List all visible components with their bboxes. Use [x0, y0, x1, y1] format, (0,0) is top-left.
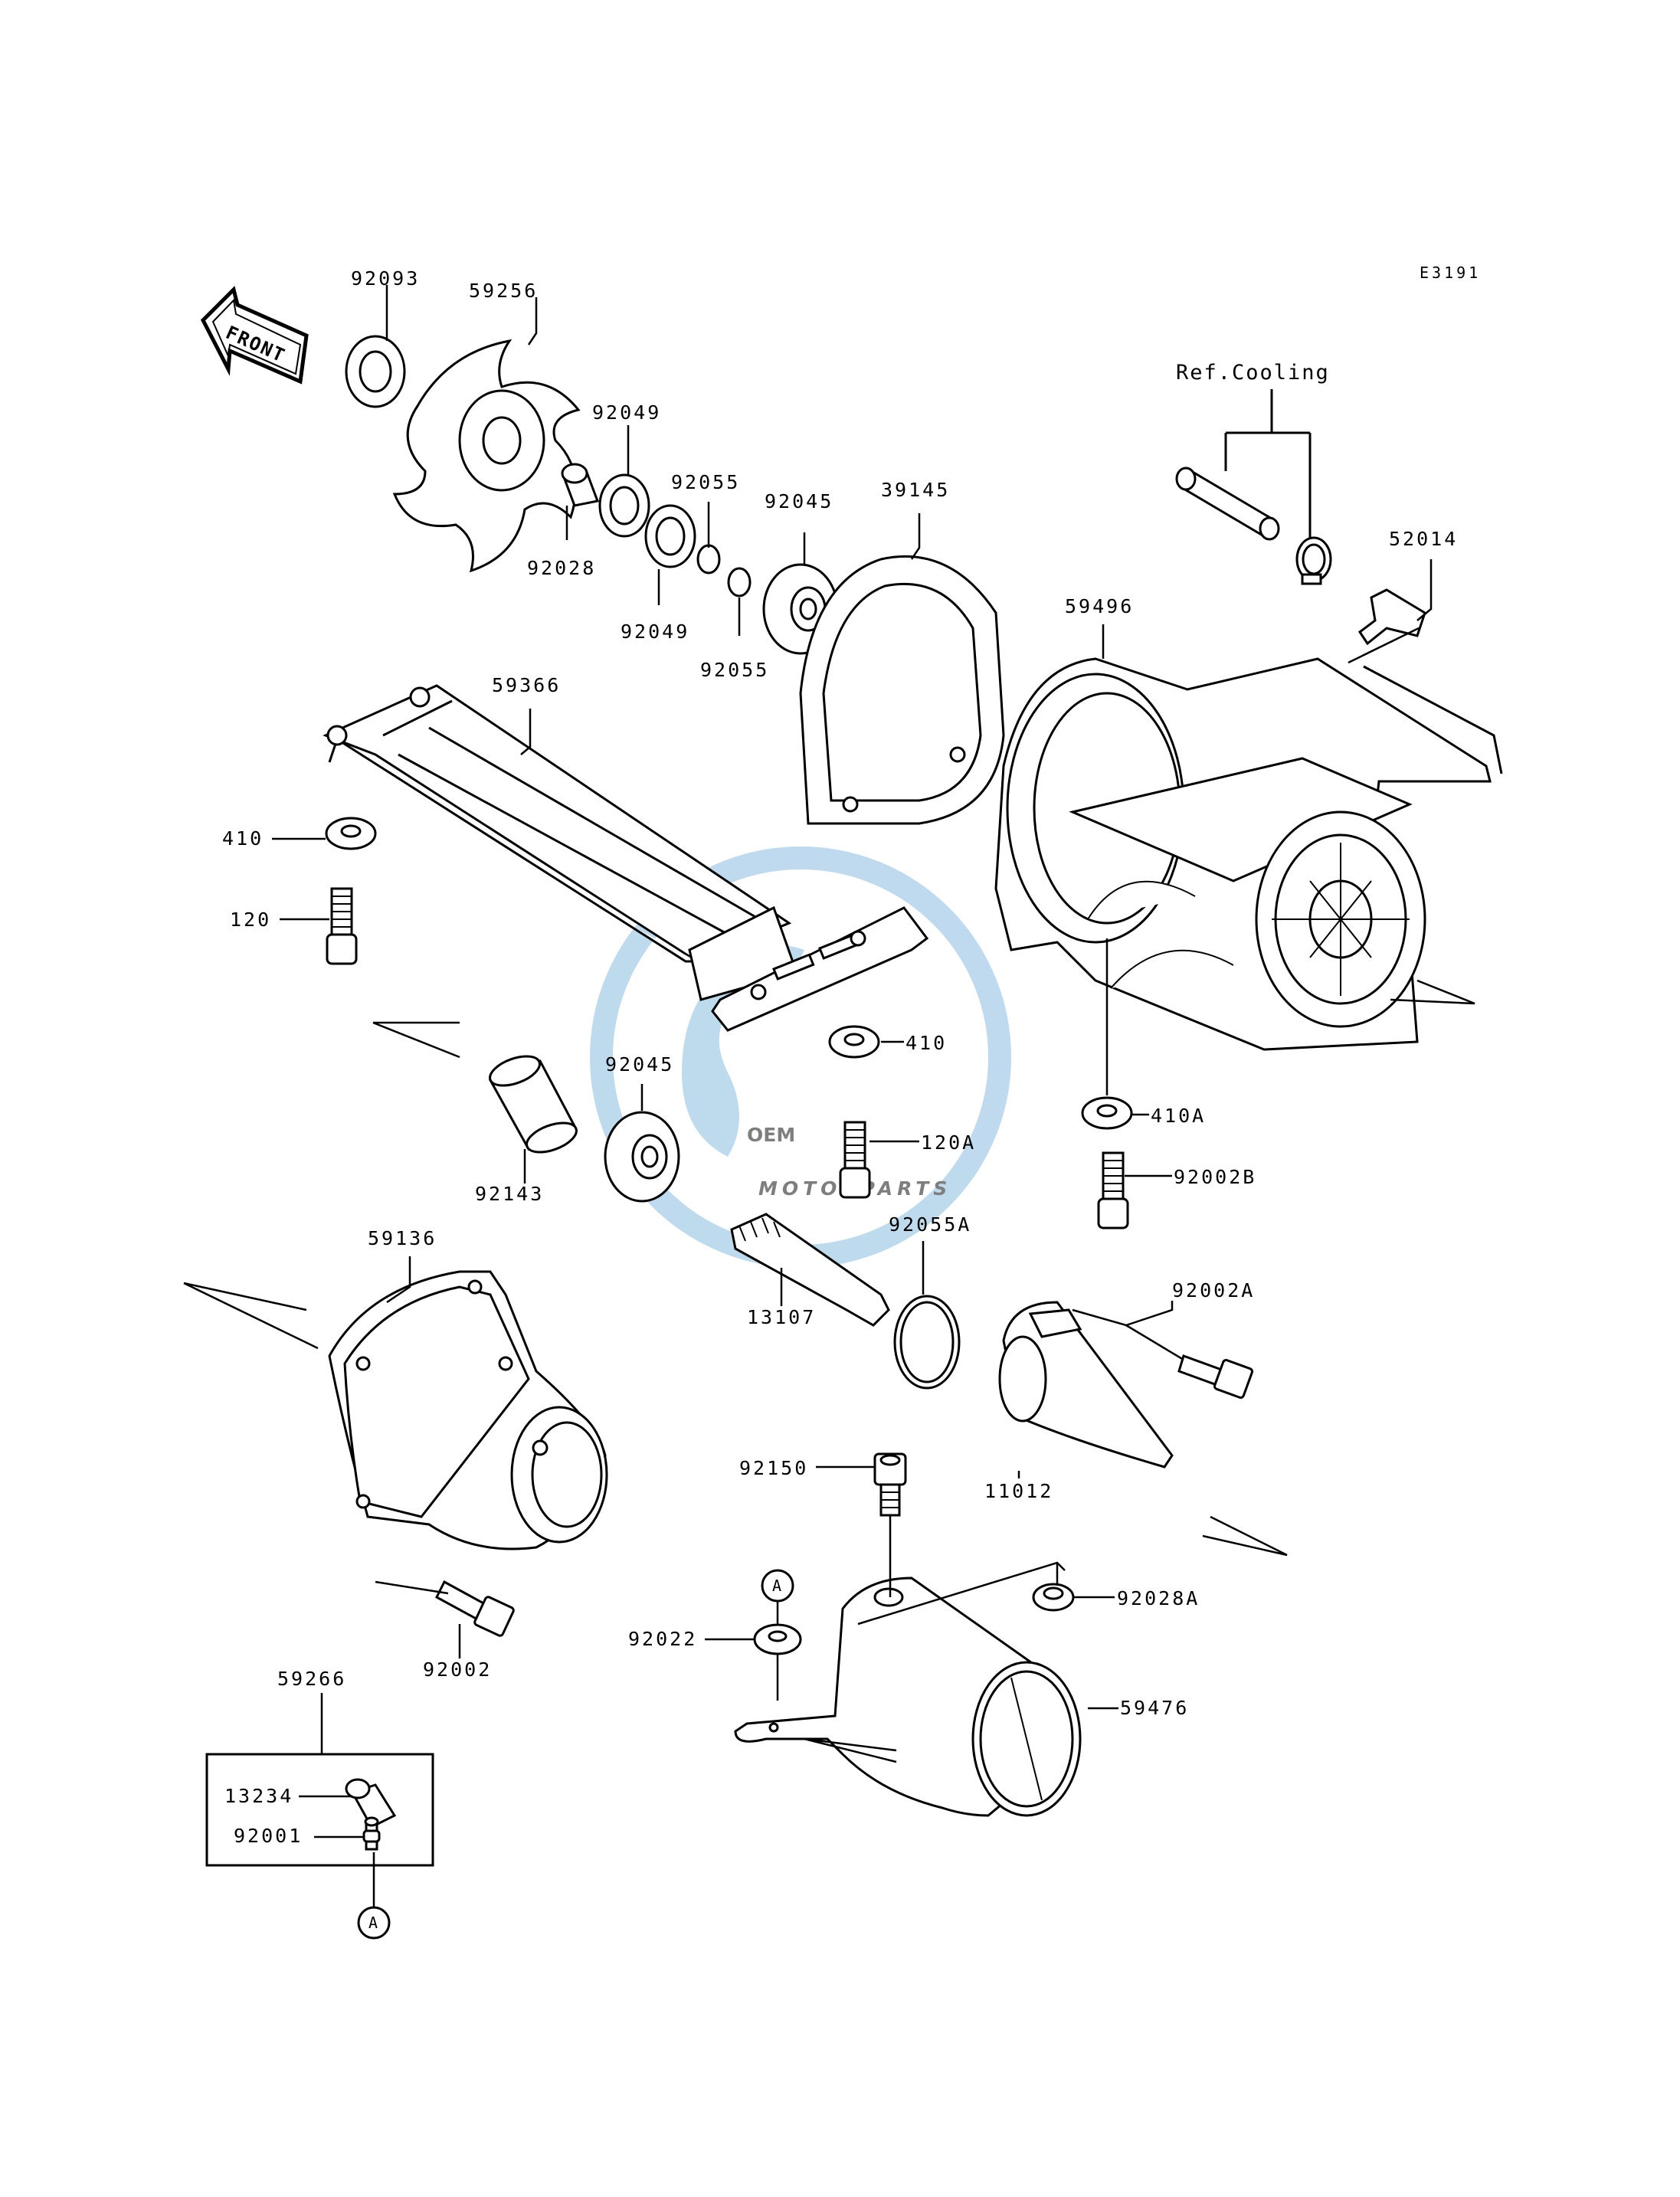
collar-92028A	[1032, 1583, 1075, 1612]
part-label-92049a: 92049	[592, 401, 661, 424]
bearing-92045b	[604, 1111, 680, 1203]
washer-92049b	[644, 504, 696, 568]
part-label-39145: 39145	[881, 479, 950, 501]
sleeve-92143	[488, 1055, 578, 1154]
part-label-92143: 92143	[475, 1183, 544, 1205]
sleeve-92028	[561, 463, 600, 507]
part-label-92002: 92002	[423, 1658, 492, 1681]
part-label-59136: 59136	[368, 1227, 437, 1249]
o-ring-92055a	[696, 544, 721, 575]
impeller-59256	[392, 339, 581, 573]
bolt-92002A	[1177, 1354, 1254, 1400]
part-label-92022: 92022	[628, 1628, 697, 1650]
part-label-92045b: 92045	[605, 1053, 674, 1076]
part-label-92002A: 92002A	[1172, 1279, 1255, 1302]
reference-wedges	[183, 979, 1475, 1763]
plate-59366	[323, 684, 929, 1032]
parts-drawings	[205, 335, 1503, 1940]
washer-410b	[828, 1025, 880, 1059]
part-label-120A: 120A	[921, 1131, 976, 1154]
cooling-hose	[1175, 467, 1280, 541]
part-label-92028A: 92028A	[1117, 1587, 1200, 1609]
bolt-120A	[839, 1121, 871, 1199]
hose-clamp	[1295, 536, 1332, 585]
part-label-92001: 92001	[234, 1825, 303, 1847]
kit-box-59266	[205, 1753, 434, 1867]
ref-cooling-label: Ref.Cooling	[1176, 361, 1330, 385]
part-label-59476: 59476	[1120, 1697, 1189, 1719]
front-arrow-icon: FRONT	[200, 286, 309, 385]
bolt-120	[326, 887, 358, 965]
washer-92022	[753, 1623, 802, 1655]
part-label-59256: 59256	[469, 280, 538, 302]
deflector-59476	[734, 1577, 1082, 1817]
washer-410A	[1081, 1096, 1133, 1130]
part-label-92055b: 92055	[700, 659, 769, 681]
bolt-92002B	[1097, 1151, 1129, 1229]
bolt-92150	[873, 1452, 907, 1517]
callout-a-bottom-letter: A	[368, 1914, 378, 1932]
part-label-13107: 13107	[747, 1306, 816, 1328]
part-label-59496: 59496	[1065, 595, 1134, 617]
part-label-92055A: 92055A	[889, 1213, 971, 1236]
part-label-59266: 59266	[277, 1668, 346, 1690]
part-label-92049b: 92049	[621, 620, 689, 643]
o-ring-92055A	[893, 1295, 961, 1390]
watermark-logo: OEM	[747, 1124, 795, 1146]
part-label-92055a: 92055	[671, 471, 740, 493]
gasket-39145	[799, 555, 1005, 825]
part-label-13234: 13234	[224, 1785, 293, 1807]
part-label-92002B: 92002B	[1174, 1166, 1256, 1188]
bolt-92002	[435, 1580, 515, 1637]
diagram-code: E3191	[1420, 264, 1481, 282]
grease-nipple-92001	[362, 1816, 381, 1851]
part-label-92150: 92150	[739, 1457, 808, 1479]
pump-housing-59496	[994, 657, 1503, 1051]
part-label-410: 410	[222, 827, 264, 850]
leader-lines	[272, 285, 1433, 1907]
part-label-410A: 410A	[1151, 1105, 1206, 1127]
o-ring-92055b	[727, 567, 752, 598]
part-label-120: 120	[230, 909, 271, 931]
elbow-fitting-52014	[1357, 588, 1426, 646]
part-labels: 92093 59256 92049 92055 92045 39145 9202…	[222, 267, 1458, 1847]
shaft-13107	[730, 1213, 890, 1327]
part-label-92093: 92093	[351, 267, 420, 290]
washer-410	[325, 817, 377, 850]
callout-a-top-letter: A	[772, 1577, 781, 1595]
pump-housing-59136	[328, 1270, 608, 1550]
plug-13234	[345, 1778, 397, 1829]
part-label-92045a: 92045	[765, 490, 833, 512]
part-label-59366: 59366	[492, 674, 561, 696]
part-label-410b: 410	[905, 1032, 947, 1054]
part-label-92028: 92028	[527, 557, 596, 579]
collar-92093	[345, 335, 406, 408]
part-label-11012: 11012	[984, 1480, 1053, 1502]
nozzle-11012	[998, 1301, 1174, 1468]
washer-92049a	[598, 473, 650, 538]
part-label-52014: 52014	[1389, 528, 1458, 550]
